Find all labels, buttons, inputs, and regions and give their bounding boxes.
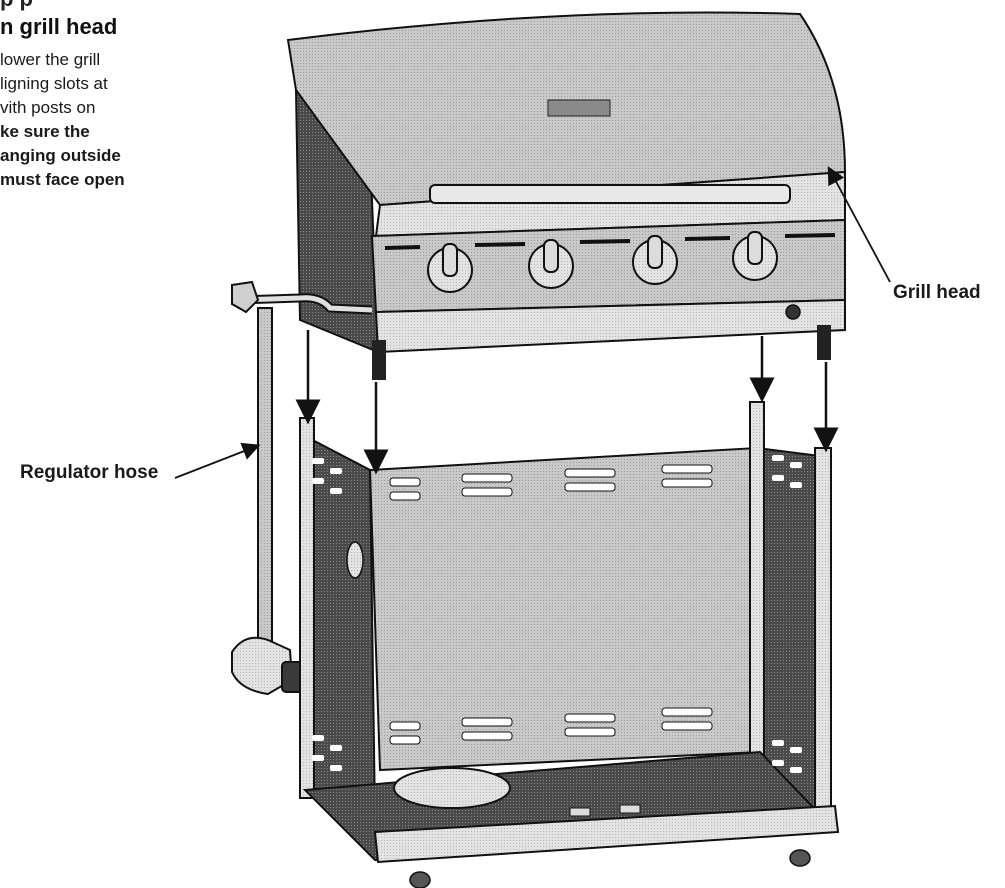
lid-handle bbox=[429, 184, 791, 204]
firebox-bottom bbox=[374, 298, 846, 354]
regulator-hose bbox=[231, 307, 309, 696]
instruction-line-6: must face open bbox=[0, 170, 125, 189]
instruction-line-1: lower the grill bbox=[0, 50, 101, 69]
alignment-arrows bbox=[295, 330, 839, 475]
brand-badge bbox=[547, 99, 611, 117]
regulator-hose-leader bbox=[174, 442, 261, 479]
instruction-line-4: ke sure the bbox=[0, 122, 90, 141]
cart-left-post bbox=[299, 417, 315, 799]
side-grommet bbox=[346, 541, 364, 579]
cart-base-rail bbox=[373, 804, 840, 864]
head-leg-left bbox=[372, 340, 386, 380]
step-instructions: lower the grill ligning slots at vith po… bbox=[0, 48, 125, 192]
step-heading: n grill head bbox=[0, 14, 118, 39]
instruction-line-2: ligning slots at bbox=[0, 74, 108, 93]
cart-right-post bbox=[814, 447, 832, 827]
grill-head bbox=[286, 11, 847, 380]
cart-middle-post bbox=[749, 401, 765, 803]
step-heading-cut: p p bbox=[0, 0, 33, 12]
grill-head-callout: Grill head bbox=[893, 282, 981, 303]
caster-left bbox=[409, 871, 431, 888]
instruction-line-5: anging outside bbox=[0, 146, 121, 165]
igniter-button bbox=[785, 304, 801, 320]
hose-valve bbox=[231, 280, 260, 314]
control-knobs bbox=[427, 231, 778, 293]
tank-hole bbox=[393, 767, 511, 809]
grill-head-leader bbox=[827, 166, 891, 283]
regulator-hose-callout: Regulator hose bbox=[20, 462, 159, 483]
head-leg-right bbox=[817, 325, 831, 360]
caster-right bbox=[789, 849, 811, 867]
cart-frame bbox=[299, 401, 840, 888]
instruction-line-3: vith posts on bbox=[0, 98, 96, 117]
